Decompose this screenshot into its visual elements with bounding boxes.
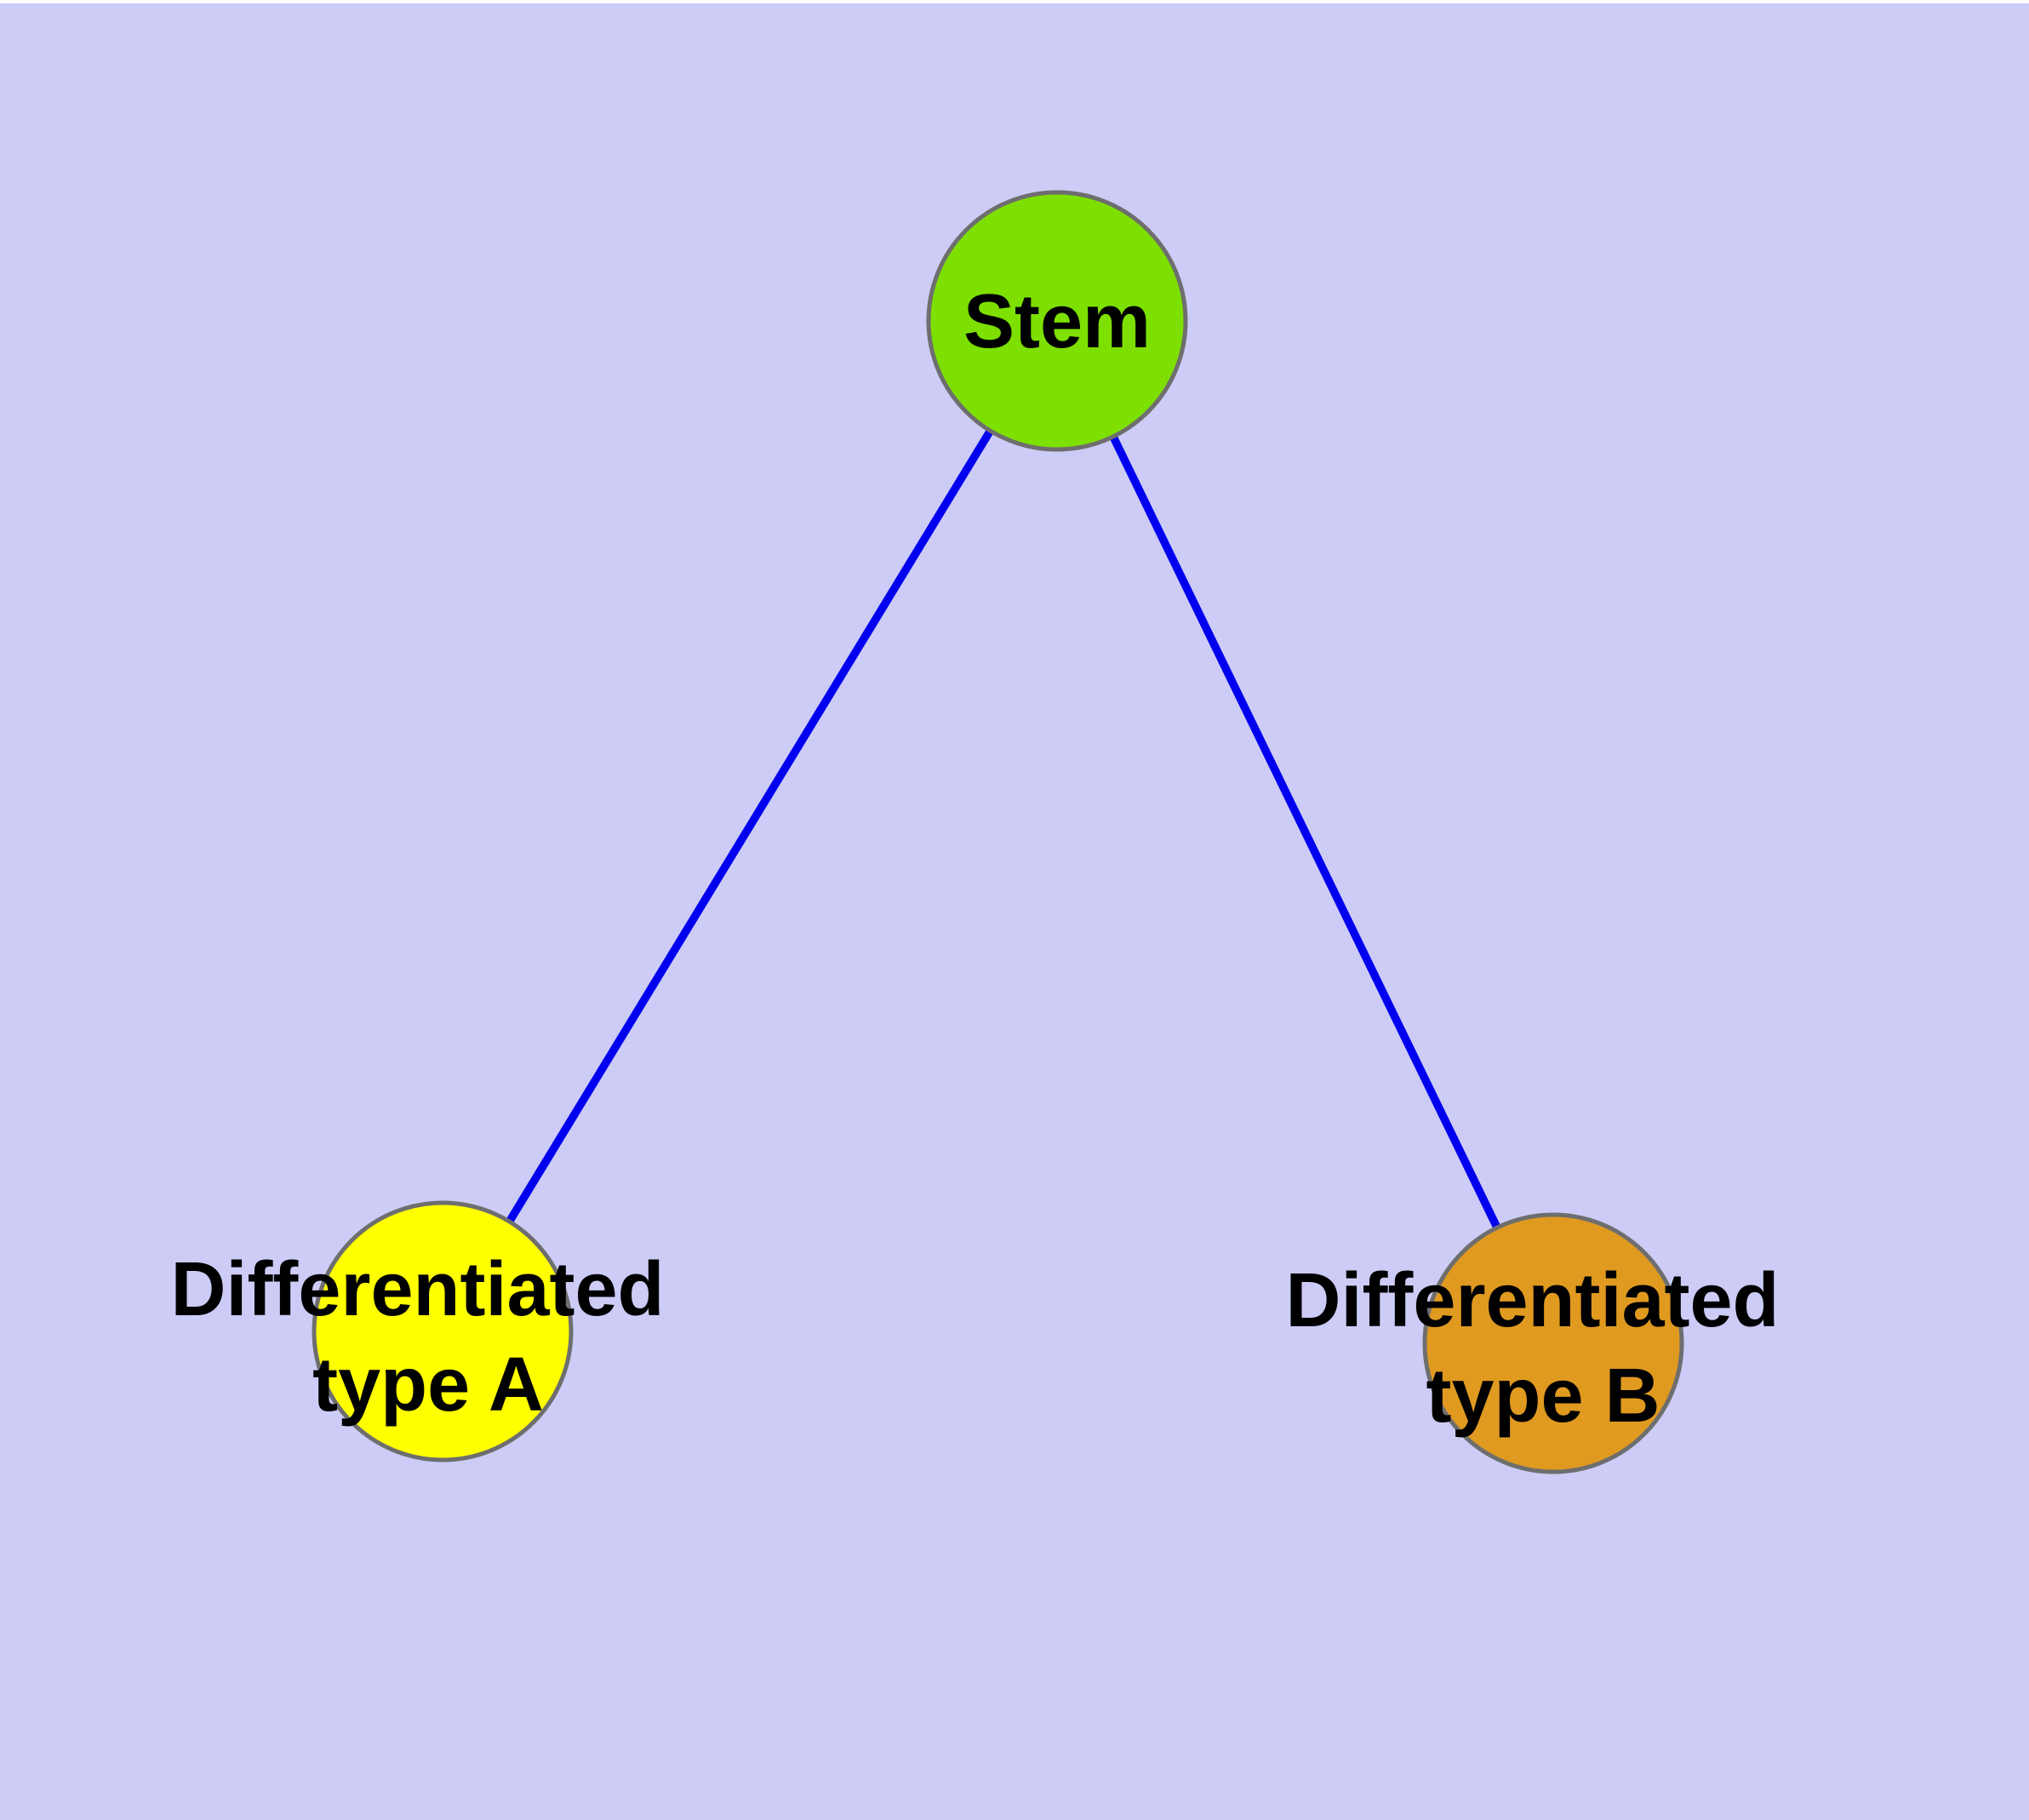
edge-stem-to-type-b: [1053, 318, 1557, 1346]
node-type-b-label: Differentiated type B: [1285, 1258, 1800, 1439]
edge-stem-to-type-a: [438, 318, 1061, 1334]
node-differentiated-type-a: [311, 1200, 574, 1462]
node-type-b-label-line2: type B: [1426, 1354, 1660, 1439]
node-differentiated-type-b: [1422, 1212, 1684, 1474]
node-type-a-label: Differentiated type A: [170, 1247, 685, 1428]
node-stem: [926, 190, 1188, 452]
node-type-a-label-line1: Differentiated: [170, 1247, 664, 1332]
node-type-b-label-line1: Differentiated: [1285, 1258, 1779, 1343]
node-stem-label: Stem: [963, 279, 1151, 364]
node-type-a-label-line2: type A: [312, 1342, 544, 1428]
